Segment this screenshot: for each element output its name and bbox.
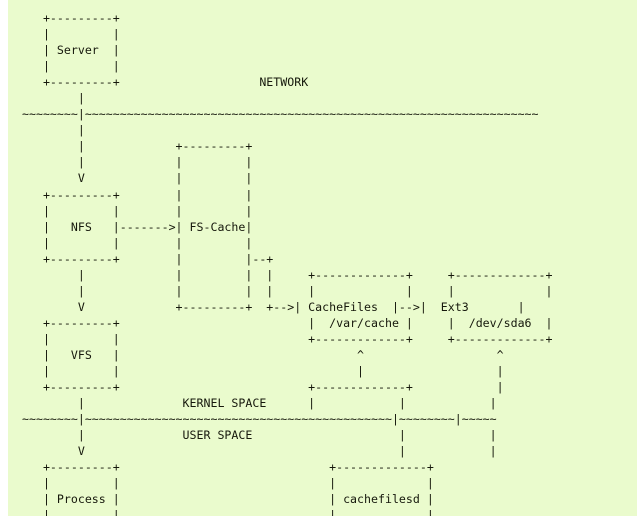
ascii-art-canvas: +---------+ | | | Server | | | +--------… <box>22 11 553 516</box>
ascii-diagram-panel: +---------+ | | | Server | | | +--------… <box>8 0 637 516</box>
